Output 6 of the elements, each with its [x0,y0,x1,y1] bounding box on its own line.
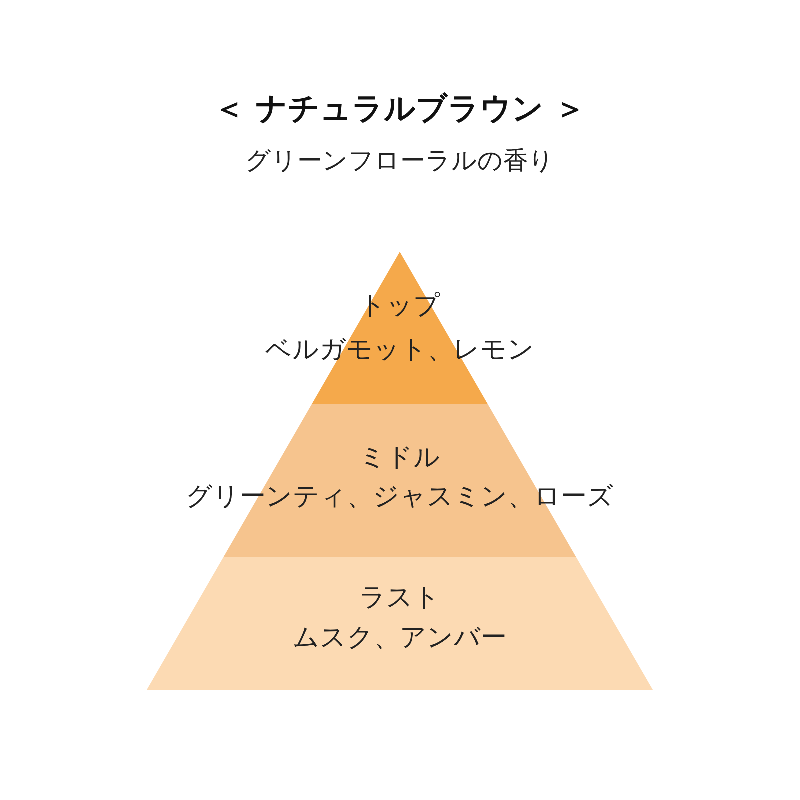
title: ＜ ナチュラルブラウン ＞ [213,90,587,129]
tier-heading: ラスト [358,582,442,614]
tier-heading: ミドル [358,442,442,474]
subtitle: グリーンフローラルの香り [244,145,556,177]
tier-notes: ムスク、アンバー [292,622,508,654]
tier-notes: グリーンティ、ジャスミン、ローズ [185,481,615,513]
